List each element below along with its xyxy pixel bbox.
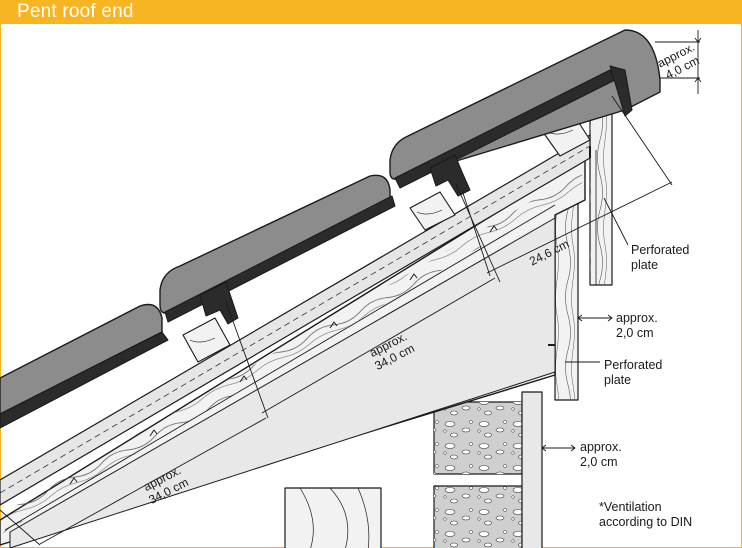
tile-upper [389,29,661,180]
label-perforated-plate-1-line1: Perforated [631,243,690,257]
label-perforated-plate-2-line2: plate [604,373,632,387]
label-perforated-plate-1: Perforated plate [631,243,689,273]
label-approx-2cm-2-line2: 2,0 cm [580,455,618,469]
label-approx-2cm-2-line1: approx. [580,440,622,454]
perforated-plates [548,146,591,346]
label-perforated-plate-1-line2: plate [631,258,659,272]
label-perforated-plate-2-line1: Perforated [604,358,663,372]
masonry-blocks [433,391,543,548]
timber-post [284,487,382,548]
label-approx-2cm-1: approx. 2,0 cm [616,311,658,341]
note-ventilation-line1: *Ventilation [599,500,662,514]
masonry-side-board [521,391,543,548]
wall-boards [554,91,613,401]
tile-lower [0,303,163,415]
label-perforated-plate-2: Perforated plate [604,358,662,388]
note-ventilation: *Ventilation according to DIN [599,500,692,530]
tile-middle [159,174,391,314]
dimension-lines [0,30,702,546]
roof-section-drawing [0,29,702,548]
page-title: Pent roof end [17,1,134,22]
label-approx-2cm-1-line2: 2,0 cm [616,326,654,340]
label-approx-2cm-2: approx. 2,0 cm [580,440,622,470]
rafter [0,134,591,548]
roof-tiles [0,29,661,429]
note-ventilation-line2: according to DIN [599,515,693,529]
label-approx-2cm-1-line1: approx. [616,311,658,325]
title-bar: Pent roof end [0,0,742,24]
